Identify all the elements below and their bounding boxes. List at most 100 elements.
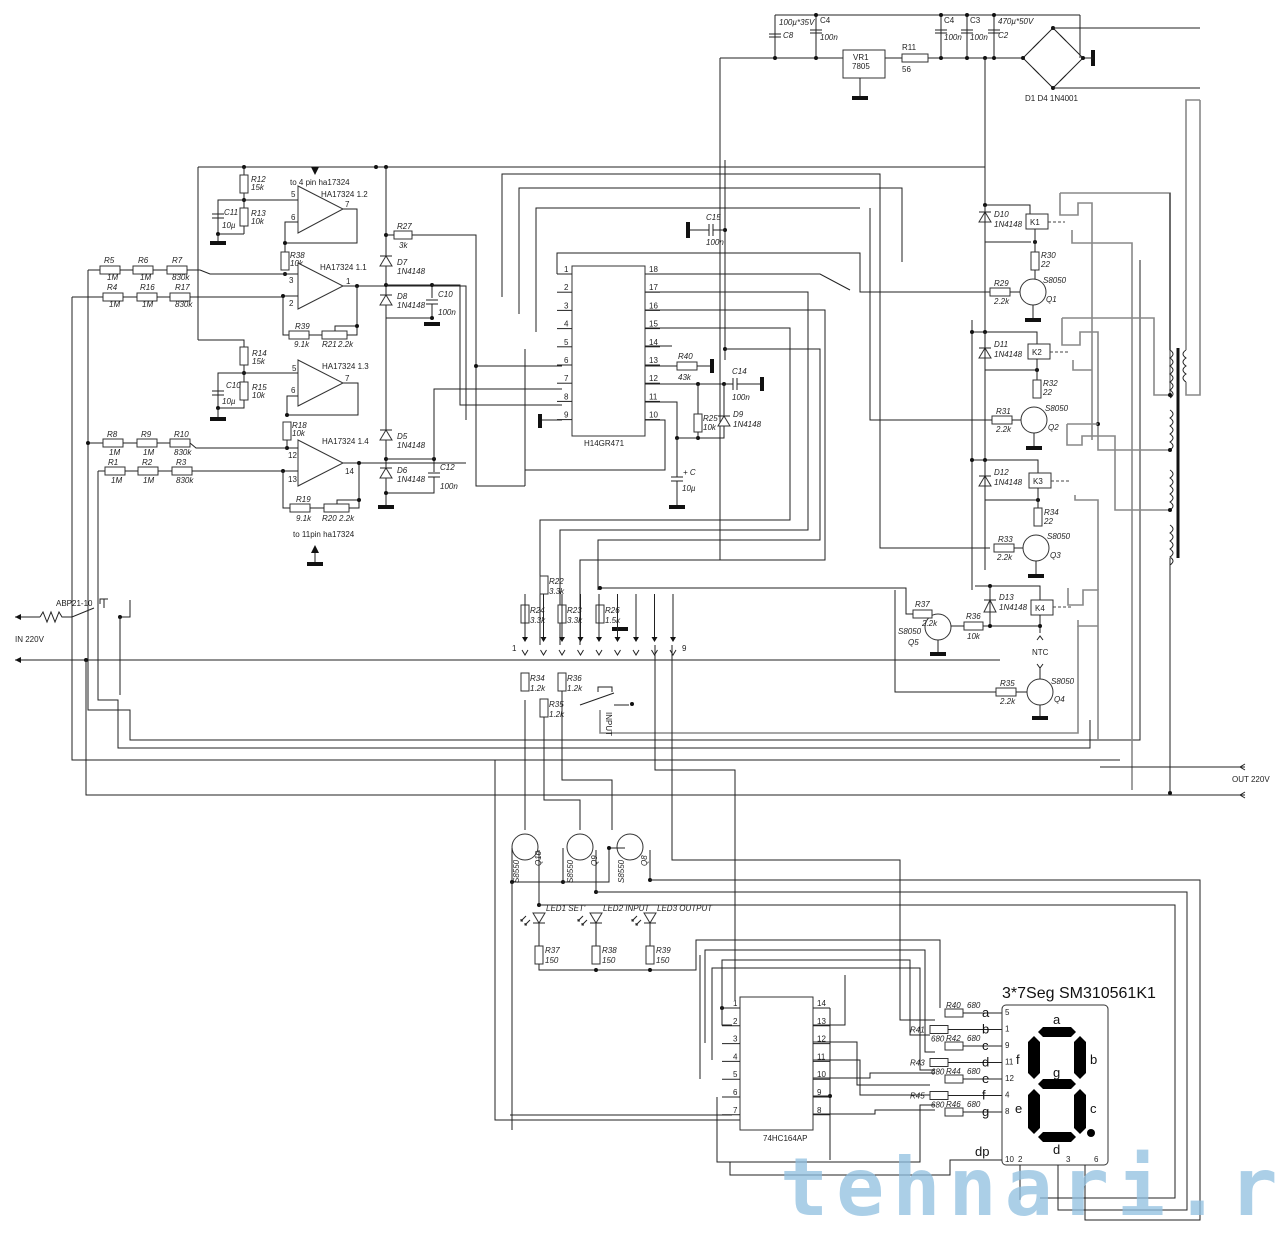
- svg-text:S8050: S8050: [898, 627, 922, 636]
- svg-text:D6: D6: [397, 466, 408, 475]
- led1-label: LED1 SET': [546, 904, 586, 913]
- display-pin-11: 11: [1005, 1058, 1014, 1067]
- connector-pin-arrow: [633, 637, 639, 642]
- svg-text:C15: C15: [706, 213, 721, 222]
- ntc-label: NTC: [1032, 648, 1049, 657]
- breaker-label: ABP21-10: [56, 599, 93, 608]
- r31-value: 2.2k: [995, 425, 1012, 434]
- svg-text:R37: R37: [915, 600, 930, 609]
- r29-value: 2.2k: [993, 297, 1010, 306]
- connector-pin-arrow: [614, 637, 621, 642]
- r2-value: 1M: [143, 476, 154, 485]
- c3-name: C3: [970, 16, 981, 25]
- svg-text:D5: D5: [397, 432, 408, 441]
- mcu-pin-16: 16: [649, 301, 658, 310]
- out-label: OUT 220V: [1232, 775, 1270, 784]
- r26-value: 1.5k: [605, 616, 621, 625]
- vr1-value: 7805: [852, 62, 870, 71]
- svg-text:2: 2: [289, 299, 294, 308]
- c8-value: 100µ*35V: [779, 18, 815, 27]
- segment-b: [1074, 1036, 1086, 1079]
- segment-g: [1038, 1079, 1076, 1089]
- display-pin-5: 5: [1005, 1008, 1010, 1017]
- svg-text:5: 5: [291, 190, 296, 199]
- relay-k3-label: K3: [1033, 477, 1043, 486]
- mcu-pin-13: 13: [649, 356, 658, 365]
- svg-text:R38: R38: [602, 946, 617, 955]
- r5-value: 1M: [107, 273, 118, 282]
- r27-value: 3k: [399, 241, 408, 250]
- opamp-u11-label: HA17324 1.1: [320, 263, 367, 272]
- mcu-pin-4: 4: [564, 320, 569, 329]
- segment-resistor: [929, 1058, 949, 1067]
- r34-value: 22: [1043, 517, 1053, 526]
- connector-pin-socket: [669, 649, 677, 656]
- d6-value: 1N4148: [397, 475, 426, 484]
- connector-first: 1: [512, 644, 517, 653]
- svg-text:R36: R36: [567, 674, 582, 683]
- r9-value: 1M: [143, 448, 154, 457]
- note-bottom: to 11pin ha17324: [293, 530, 355, 539]
- svg-text:R25: R25: [703, 414, 718, 423]
- segment-label-f: f: [982, 1088, 986, 1103]
- dp-label: dp: [975, 1144, 989, 1159]
- svg-text:R1: R1: [108, 458, 118, 467]
- sr-pin-11: 11: [817, 1052, 826, 1061]
- segment-resistor: [944, 1041, 964, 1051]
- mcu-body: [571, 265, 646, 437]
- svg-text:R15: R15: [252, 383, 267, 392]
- segment-resistor: [944, 1008, 964, 1018]
- r10-value: 830k: [174, 448, 192, 457]
- r8-value: 1M: [109, 448, 120, 457]
- d7-value: 1N4148: [397, 267, 426, 276]
- bridge-label: D1 D4 1N4001: [1025, 94, 1078, 103]
- connector-pin-arrow: [670, 637, 676, 642]
- mcu-pin-8: 8: [564, 392, 569, 401]
- r39-name: R39: [295, 322, 310, 331]
- svg-text:D11: D11: [994, 340, 1008, 349]
- mcu-pin-1: 1: [564, 265, 569, 274]
- svg-text:R26: R26: [605, 606, 620, 615]
- r32-value: 22: [1042, 388, 1052, 397]
- mcu-pin-18: 18: [649, 265, 658, 274]
- connector-pin-socket: [632, 649, 640, 656]
- svg-text:C10: C10: [226, 381, 241, 390]
- relay-k1-label: K1: [1030, 218, 1040, 227]
- seg-inner-b: b: [1090, 1052, 1097, 1067]
- q5-label: Q5: [908, 638, 919, 647]
- svg-text:+ C: + C: [683, 468, 696, 477]
- c2-name: C2: [998, 31, 1009, 40]
- seven-segment-display: 3*7Seg SM310561K1 a b c d e f g 51911124…: [729, 985, 1156, 1220]
- segment-resistor-name: R42: [946, 1034, 961, 1043]
- r38-name: R38: [290, 251, 305, 260]
- led3-label: LED3 OUTPUT: [657, 904, 713, 913]
- svg-text:R35: R35: [1000, 679, 1015, 688]
- d12-value: 1N4148: [994, 478, 1023, 487]
- connector-pin-socket: [614, 649, 621, 656]
- c4a-value: 100n: [820, 33, 838, 42]
- q10-type: S8550: [512, 859, 521, 883]
- r7-value: 830k: [172, 273, 190, 282]
- c8-name: C8: [783, 31, 794, 40]
- c15-value: 100n: [706, 238, 724, 247]
- c12-value: 100n: [440, 482, 458, 491]
- r38b-value: 150: [602, 956, 616, 965]
- q8-type: S8550: [617, 859, 626, 883]
- svg-text:D8: D8: [397, 292, 408, 301]
- r4-value: 1M: [109, 300, 120, 309]
- display-pin-1: 1: [1005, 1025, 1010, 1034]
- c4b-value: 100n: [944, 33, 962, 42]
- svg-text:R34: R34: [1044, 508, 1059, 517]
- c10a-value: 10µ: [222, 397, 236, 406]
- r24-value: 3.3k: [530, 616, 546, 625]
- svg-text:R23: R23: [567, 606, 582, 615]
- segment-label-g: g: [982, 1104, 989, 1119]
- r34b-value: 1.2k: [530, 684, 546, 693]
- mcu-pin-2: 2: [564, 283, 569, 292]
- svg-text:R24: R24: [530, 606, 545, 615]
